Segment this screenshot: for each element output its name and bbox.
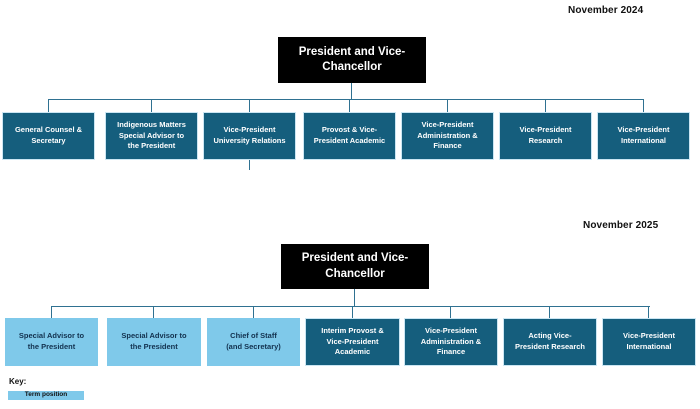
legend-swatch-label: Term position [24,391,68,399]
connector-stub [549,306,550,318]
president-node: President and Vice- Chancellor [281,244,429,289]
org-node: Vice-President Administration & Finance [401,112,494,160]
connector-stub [151,99,152,112]
connector-stub [545,99,546,112]
org-node: Provost & Vice- President Academic [303,112,396,160]
org-node-term-position: Chief of Staff (and Secretary) [207,318,300,366]
org-node: General Counsel & Secretary [2,112,95,160]
president-node: President and Vice- Chancellor [278,37,426,83]
org-node-term-position: Special Advisor to the President [107,318,201,366]
legend-swatch-term-position: Term position [8,391,84,400]
org-node: Interim Provost & Vice-President Academi… [305,318,400,366]
connector-bus [52,306,650,307]
org-node-term-position: Special Advisor to the President [5,318,98,366]
connector-stub [450,306,451,318]
org-node: Vice-President Research [499,112,592,160]
org-node: Vice-President International [597,112,690,160]
connector-president-stub [351,83,352,99]
org-node: Acting Vice- President Research [503,318,597,366]
connector-dangling-stub [249,160,250,170]
chart-period-label: November 2024 [568,5,644,16]
legend-title: Key: [9,377,27,386]
org-node: Vice-President University Relations [203,112,296,160]
org-node: Indigenous Matters Special Advisor to th… [105,112,198,160]
connector-president-stub [354,289,355,306]
connector-stub [249,99,250,112]
connector-bus [49,99,644,100]
org-node: Vice-President International [602,318,696,366]
connector-stub [153,306,154,318]
connector-stub [51,306,52,318]
connector-stub [48,99,49,112]
connector-stub [648,306,649,318]
connector-stub [643,99,644,112]
connector-stub [352,306,353,318]
connector-stub [253,306,254,318]
org-node: Vice-President Administration & Finance [404,318,498,366]
connector-stub [349,99,350,112]
chart-period-label: November 2025 [583,220,659,231]
connector-stub [447,99,448,112]
